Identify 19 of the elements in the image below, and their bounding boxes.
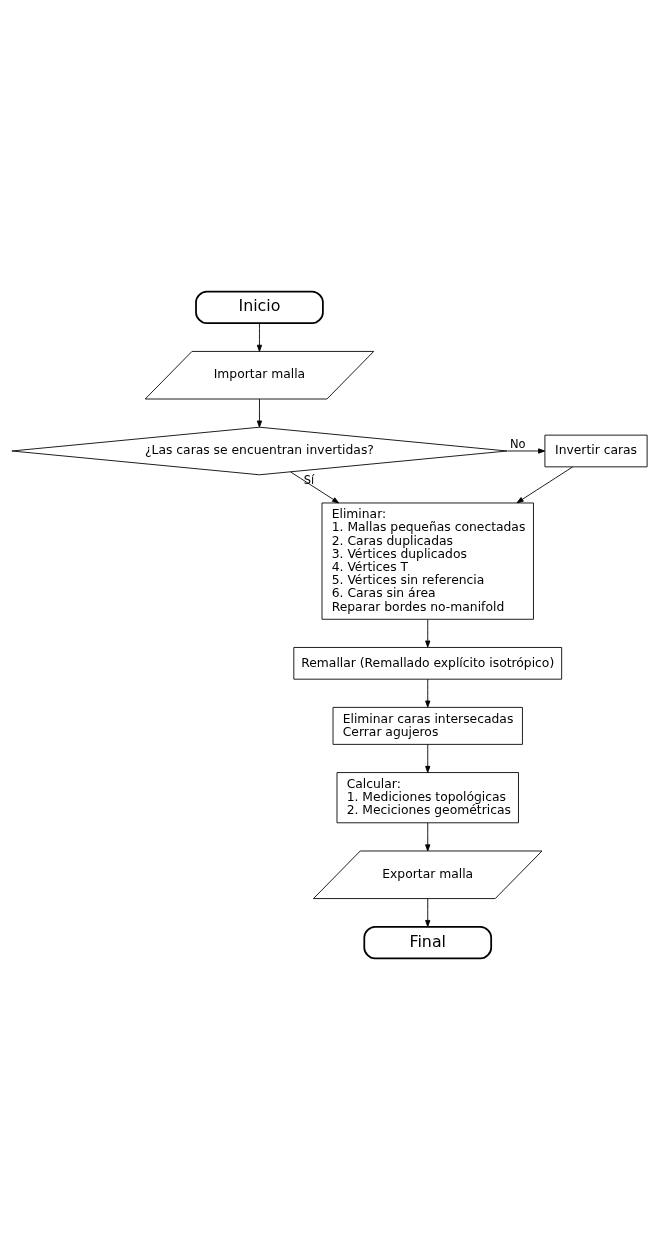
arrow bbox=[506, 448, 546, 454]
node-box: Calcular: 1. Mediciones topológicas 2. Meciciones geométricas bbox=[336, 772, 519, 824]
arrow bbox=[256, 398, 263, 428]
edge-label: No bbox=[510, 436, 526, 451]
node-box: Final bbox=[363, 925, 493, 960]
arrow bbox=[425, 822, 431, 852]
arrow bbox=[425, 619, 431, 648]
node-box: Eliminar caras intersecadas Cerrar agujeros bbox=[332, 706, 523, 745]
node-box: Invertir caras bbox=[544, 434, 648, 468]
arrow bbox=[256, 322, 263, 352]
node-box: Inicio bbox=[195, 290, 324, 325]
arrow bbox=[425, 898, 431, 928]
node-box: Eliminar: 1. Mallas pequeñas conectadas 2. Caras duplicadas 3. Vértices duplicados 4. Vértices T 5. Vértices sin referencia 6. Caras sin área Reparar bordes no-manifold bbox=[321, 502, 534, 620]
arrow bbox=[425, 678, 431, 708]
node-box: Remallar (Remallado explícito isotrópico) bbox=[293, 647, 563, 680]
arrow bbox=[425, 744, 431, 773]
arrow bbox=[290, 471, 340, 504]
edge-label: Sí bbox=[303, 473, 315, 488]
arrow bbox=[516, 466, 574, 504]
